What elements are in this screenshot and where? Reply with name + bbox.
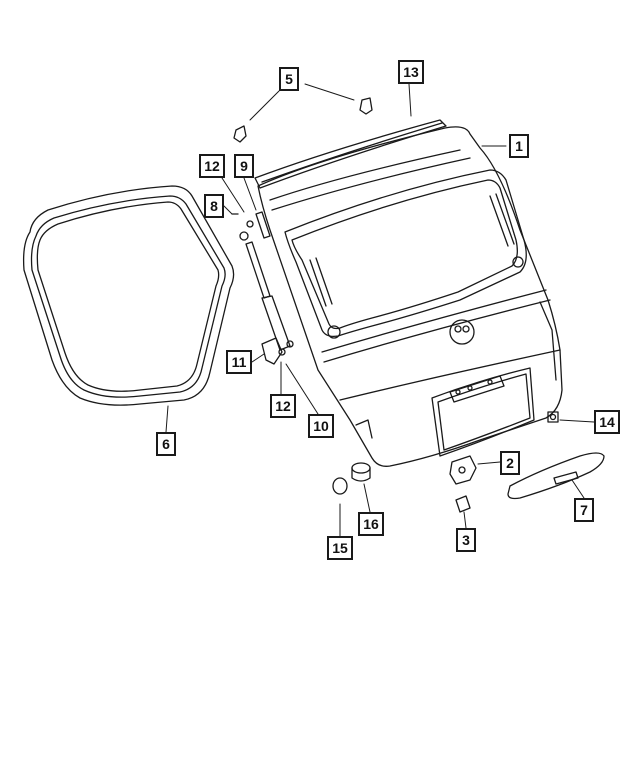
callout-13: 13 bbox=[398, 60, 424, 84]
callout-12-upper: 12 bbox=[199, 154, 225, 178]
callout-7: 7 bbox=[574, 498, 594, 522]
gas-strut bbox=[245, 241, 291, 351]
hole-plug bbox=[332, 477, 348, 495]
upper-molding bbox=[254, 119, 447, 189]
callout-2: 2 bbox=[500, 451, 520, 475]
callout-12-lower: 12 bbox=[270, 394, 296, 418]
strut-bracket bbox=[255, 211, 271, 239]
leader-lines bbox=[165, 83, 595, 537]
callout-9: 9 bbox=[234, 154, 254, 178]
hinge-left bbox=[233, 125, 247, 143]
handle-applique bbox=[507, 452, 605, 500]
upper-strut-fasteners bbox=[231, 213, 254, 241]
liftgate-latch bbox=[449, 455, 477, 485]
liftgate-panel bbox=[257, 126, 563, 467]
callout-11: 11 bbox=[226, 350, 252, 374]
callout-6: 6 bbox=[156, 432, 176, 456]
lower-strut-bracket bbox=[261, 337, 294, 365]
striker bbox=[455, 495, 471, 513]
callout-14: 14 bbox=[594, 410, 620, 434]
callout-8: 8 bbox=[204, 194, 224, 218]
callout-10: 10 bbox=[308, 414, 334, 438]
callout-1: 1 bbox=[509, 134, 529, 158]
clip-nut bbox=[547, 411, 559, 423]
callout-16: 16 bbox=[358, 512, 384, 536]
callout-5: 5 bbox=[279, 67, 299, 91]
callout-3: 3 bbox=[456, 528, 476, 552]
bumper-stop bbox=[351, 462, 371, 482]
weatherstrip-seal bbox=[22, 185, 235, 406]
callout-15: 15 bbox=[327, 536, 353, 560]
hinge-right bbox=[359, 97, 373, 115]
